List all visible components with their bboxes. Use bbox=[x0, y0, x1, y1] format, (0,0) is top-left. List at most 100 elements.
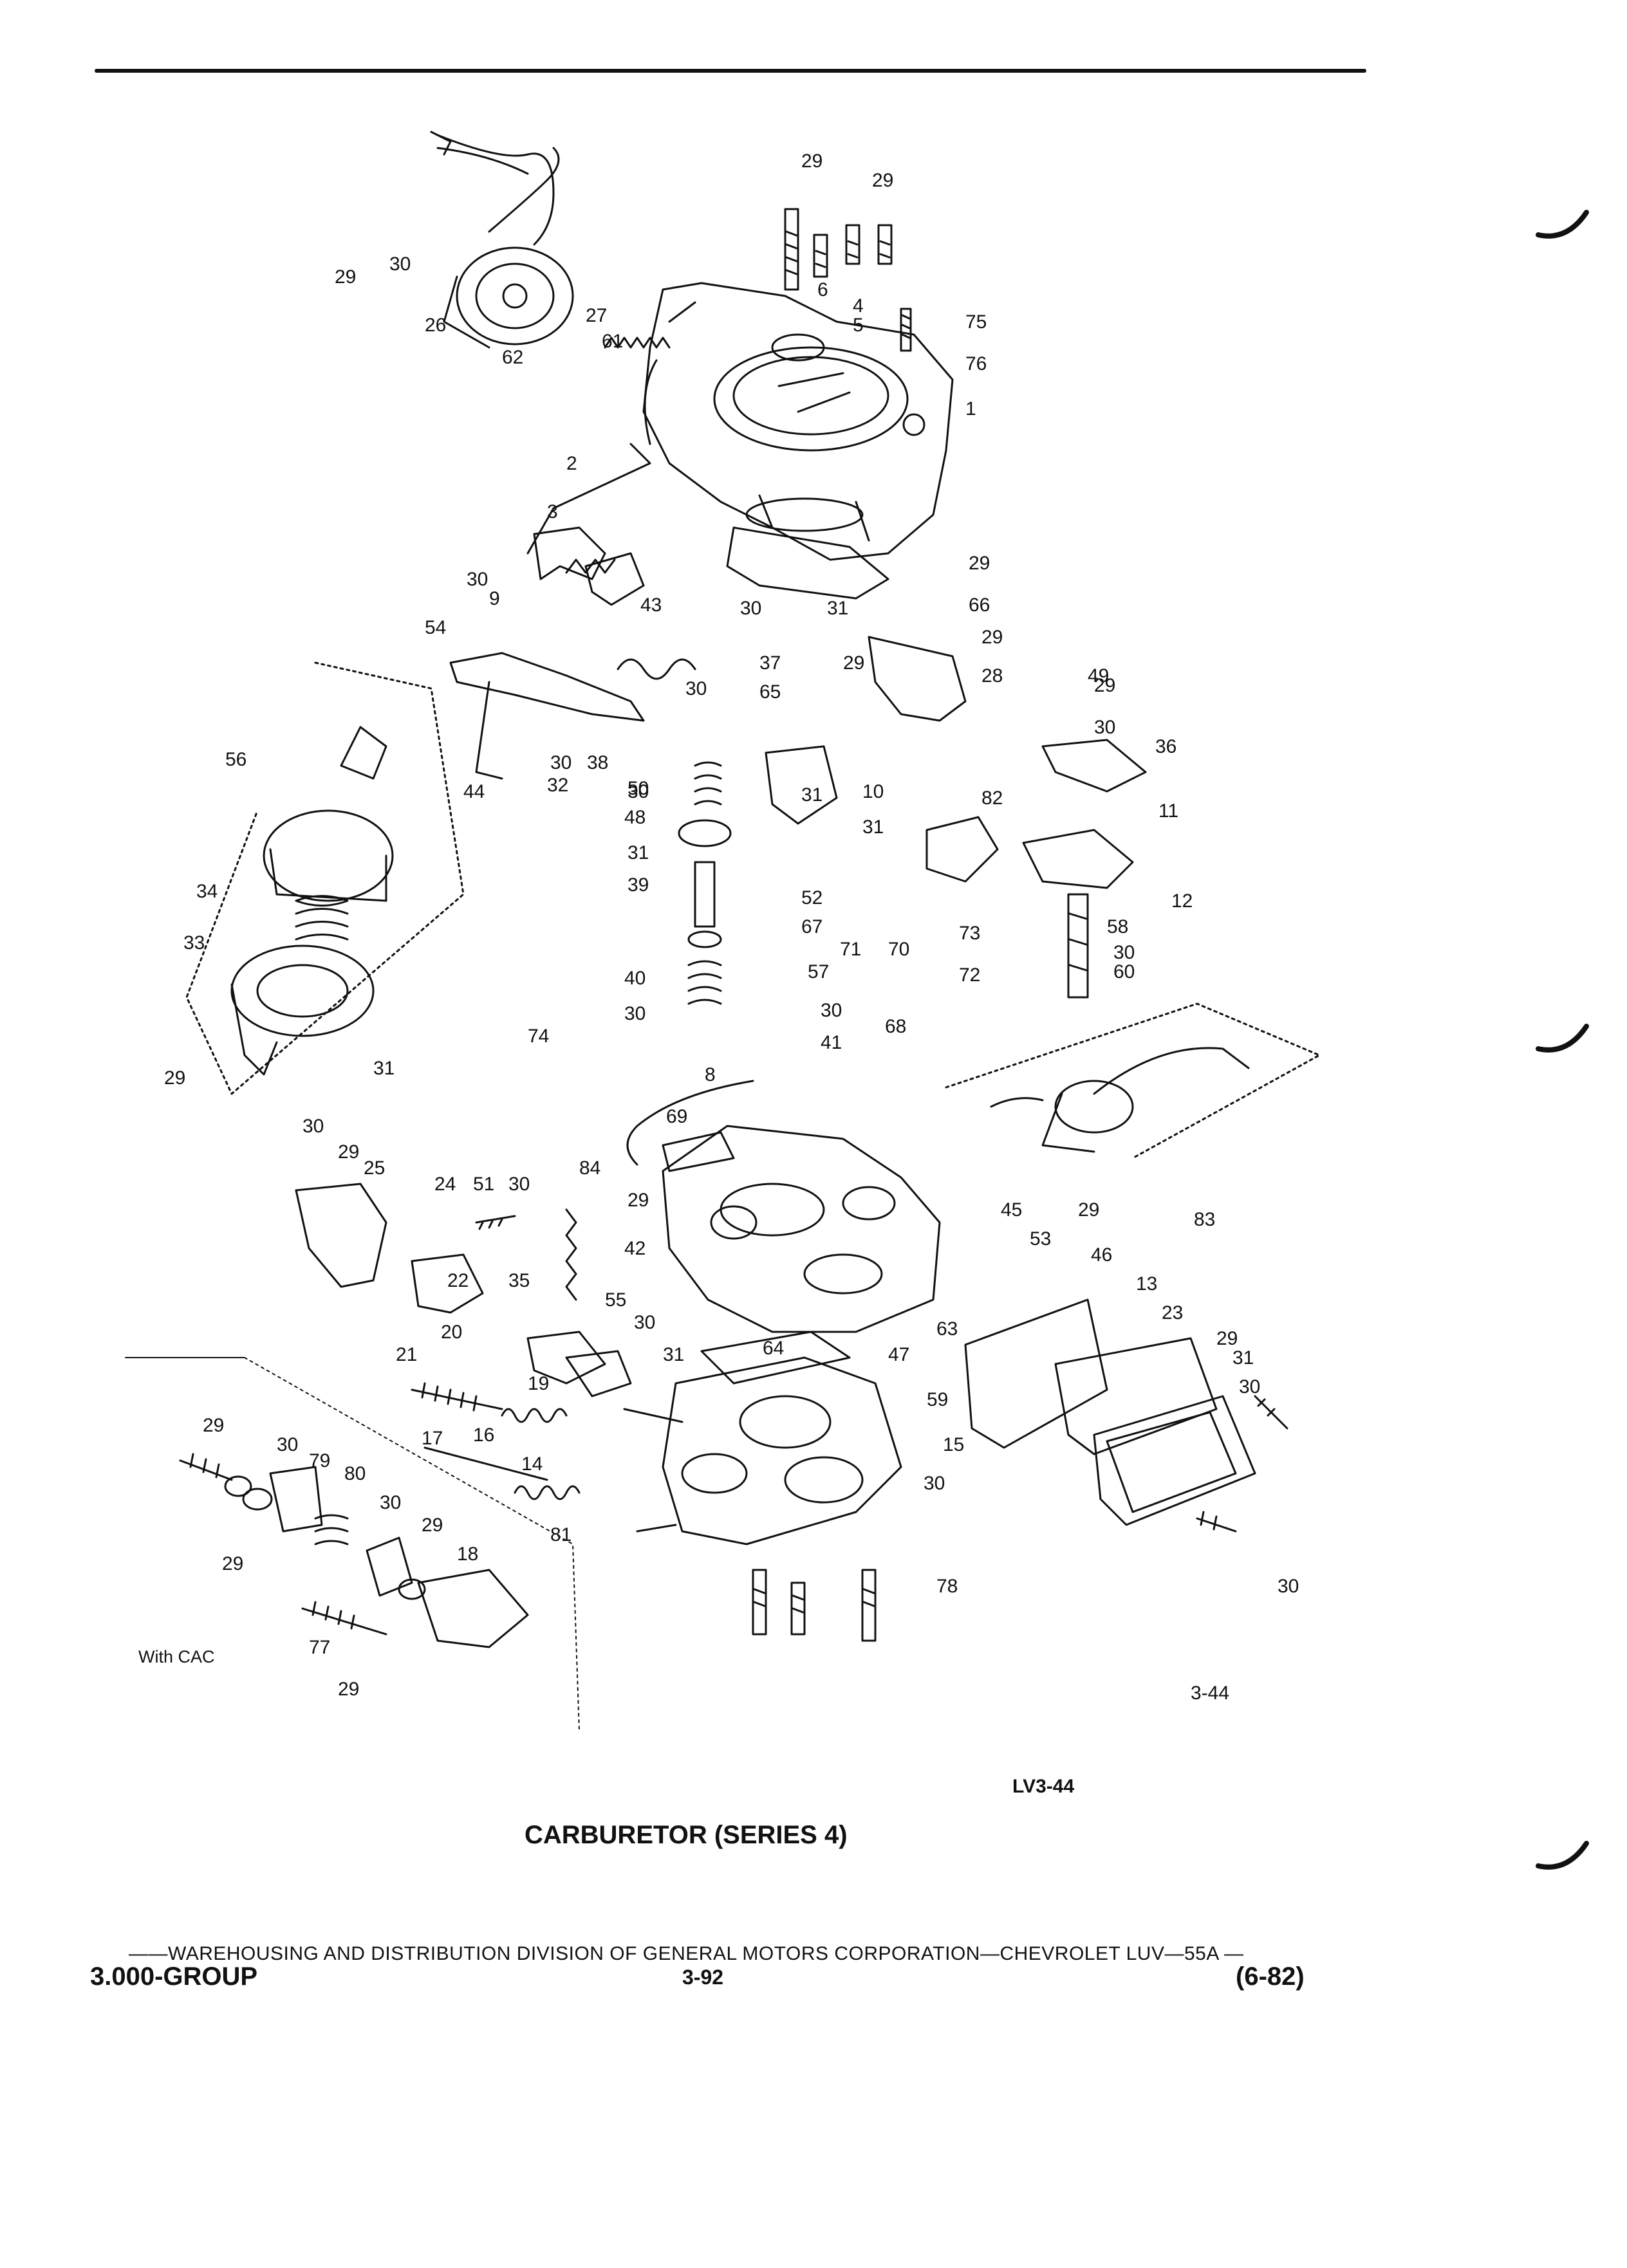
callout-label: 29 bbox=[203, 1415, 224, 1436]
bracket bbox=[584, 552, 645, 606]
callout-label: 29 bbox=[1216, 1328, 1238, 1349]
callout-label: 48 bbox=[624, 807, 646, 828]
callout-label: 5 bbox=[853, 315, 864, 336]
callout-label: 13 bbox=[1136, 1273, 1157, 1295]
screw-15 bbox=[411, 1382, 503, 1412]
callout-label: 8 bbox=[705, 1064, 716, 1085]
bracket-82 bbox=[925, 816, 999, 883]
callout-label: 62 bbox=[502, 347, 523, 368]
callout-label: 9 bbox=[489, 588, 500, 609]
screw bbox=[900, 308, 912, 352]
callout-label: 30 bbox=[624, 1003, 646, 1024]
lever-49 bbox=[868, 636, 967, 722]
needle-17 bbox=[423, 1446, 548, 1481]
fuel-line bbox=[626, 1080, 754, 1166]
callout-label: 40 bbox=[624, 968, 646, 989]
callout-label: 2 bbox=[566, 453, 577, 474]
callout-label: 73 bbox=[959, 923, 980, 944]
callout-label: 37 bbox=[759, 652, 781, 674]
callout-label: 84 bbox=[579, 1157, 600, 1179]
footer-dash-left: —— bbox=[129, 1943, 168, 1964]
lever-24 bbox=[411, 1253, 484, 1314]
revision-date: (6-82) bbox=[1236, 1962, 1305, 1991]
callout-label: 10 bbox=[862, 781, 884, 802]
gasket-31 bbox=[1054, 1337, 1218, 1455]
callout-label: 78 bbox=[936, 1576, 958, 1597]
choke-rod bbox=[526, 443, 651, 555]
distribution-line: ——WAREHOUSING AND DISTRIBUTION DIVISION … bbox=[129, 1943, 1244, 1965]
callout-label: 47 bbox=[888, 1344, 909, 1365]
callout-label: 29 bbox=[628, 1190, 649, 1211]
callout-label: 16 bbox=[473, 1424, 494, 1446]
callout-label: 31 bbox=[1232, 1347, 1254, 1369]
callout-label: 29 bbox=[872, 170, 893, 191]
callout-label: 12 bbox=[1171, 890, 1193, 912]
callout-label: 70 bbox=[888, 939, 909, 960]
callout-label: 30 bbox=[380, 1492, 401, 1513]
cac-inset bbox=[125, 1357, 580, 1731]
distribution-text: WAREHOUSING AND DISTRIBUTION DIVISION OF… bbox=[168, 1943, 1219, 1964]
callout-label: 31 bbox=[827, 598, 848, 619]
screw bbox=[1196, 1511, 1237, 1533]
jet bbox=[1067, 893, 1089, 999]
callout-label: 29 bbox=[981, 627, 1003, 648]
group-number: 3.000-GROUP bbox=[90, 1962, 258, 1991]
callout-label: 55 bbox=[605, 1289, 626, 1311]
callout-label: 63 bbox=[936, 1318, 958, 1340]
callout-label: 18 bbox=[457, 1544, 478, 1565]
binder-mark bbox=[1536, 1841, 1589, 1870]
binder-mark bbox=[1536, 1024, 1589, 1053]
callout-label: 61 bbox=[602, 331, 623, 352]
lever-25 bbox=[295, 1183, 387, 1288]
callout-label: 4 bbox=[853, 295, 864, 317]
callout-label: 44 bbox=[463, 781, 485, 802]
callout-label: 39 bbox=[628, 874, 649, 896]
choke-cable bbox=[436, 134, 555, 246]
callout-label: 65 bbox=[759, 681, 781, 703]
callout-label: 6 bbox=[817, 279, 828, 300]
callout-label: 31 bbox=[628, 842, 649, 863]
spring bbox=[604, 337, 671, 349]
callout-label: 41 bbox=[821, 1032, 842, 1053]
callout-label: 32 bbox=[547, 775, 568, 796]
callout-label: 11 bbox=[1158, 800, 1178, 822]
pump-plunger bbox=[678, 761, 732, 1005]
callout-label: 30 bbox=[634, 1312, 655, 1333]
callout-label: 29 bbox=[164, 1067, 185, 1089]
screw-group-29 bbox=[784, 208, 893, 291]
spring-16 bbox=[501, 1408, 568, 1423]
callout-label: 67 bbox=[801, 916, 823, 937]
callout-label: 29 bbox=[1094, 675, 1115, 696]
choke-lever bbox=[533, 526, 606, 580]
callout-label: 31 bbox=[373, 1058, 395, 1079]
callout-label: 30 bbox=[821, 1000, 842, 1021]
callout-label: 51 bbox=[473, 1174, 494, 1195]
page-number: 3-92 bbox=[682, 1966, 724, 1989]
callout-label: 30 bbox=[1239, 1376, 1260, 1397]
callout-label: 30 bbox=[302, 1116, 324, 1137]
callout-label: 36 bbox=[1155, 736, 1176, 757]
diagram-title: CARBURETOR (SERIES 4) bbox=[525, 1821, 848, 1849]
callout-label: 71 bbox=[840, 939, 861, 960]
callout-label: 30 bbox=[740, 598, 761, 619]
callout-label: 75 bbox=[965, 311, 987, 333]
callout-label: 14 bbox=[521, 1453, 543, 1475]
callout-label: 43 bbox=[640, 595, 662, 616]
screw bbox=[861, 1569, 877, 1642]
choke-housing bbox=[430, 131, 574, 349]
solenoid-inset bbox=[945, 1002, 1321, 1159]
fast-idle-lever bbox=[449, 652, 645, 722]
callout-label: 15 bbox=[943, 1434, 964, 1455]
float-bowl bbox=[662, 1125, 941, 1333]
callout-label: 30 bbox=[685, 678, 707, 699]
callout-label: 29 bbox=[338, 1141, 359, 1163]
callout-label: 30 bbox=[1113, 942, 1135, 963]
spring bbox=[565, 1208, 577, 1301]
figure-number: 3-44 bbox=[1191, 1683, 1230, 1704]
callout-label: 83 bbox=[1194, 1209, 1215, 1230]
callout-label: 25 bbox=[364, 1157, 385, 1179]
screw bbox=[1254, 1395, 1288, 1430]
air-horn-gasket bbox=[726, 526, 889, 600]
callout-label: 30 bbox=[277, 1434, 298, 1455]
